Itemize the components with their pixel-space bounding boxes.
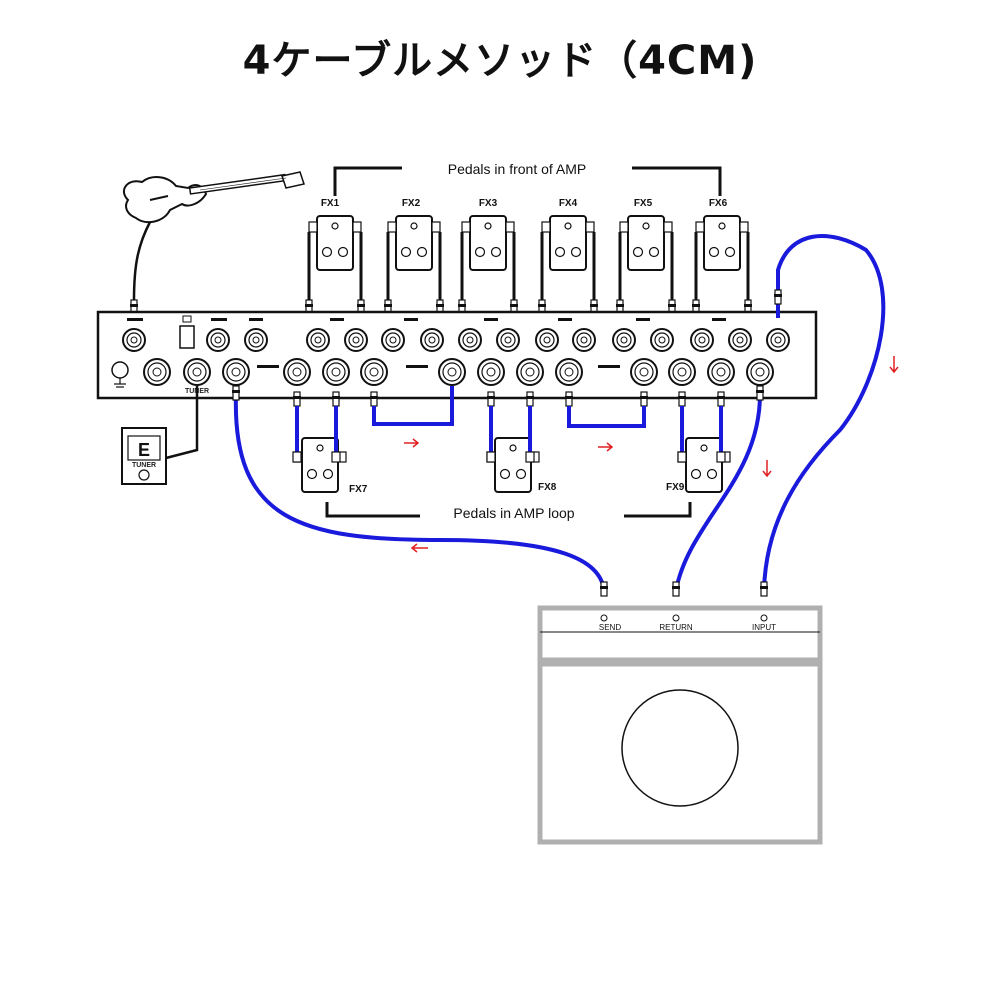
- amp-input-label: INPUT: [752, 623, 776, 632]
- blue-patch-cables: [295, 386, 723, 456]
- fx3-label: FX3: [479, 198, 498, 209]
- switcher-silkscreen: [127, 318, 726, 368]
- arrow-down-icon: [762, 460, 772, 478]
- tuner-cable: [165, 386, 199, 460]
- tuner-device: E TUNER: [121, 427, 167, 485]
- loop-bracket-right: [624, 502, 692, 518]
- tuner-display: E: [138, 440, 150, 460]
- fx6-label: FX6: [709, 198, 728, 209]
- tuner-label: TUNER: [132, 462, 156, 469]
- switcher-bottom-jacks: [143, 358, 774, 386]
- top-patch-cables: [307, 232, 750, 320]
- amp: [537, 605, 823, 845]
- arrow-left-icon: [410, 543, 428, 553]
- guitar-icon: [123, 171, 305, 224]
- fx2-pedal: [387, 215, 441, 271]
- fx5-pedal: [619, 215, 673, 271]
- fx1-label: FX1: [321, 198, 340, 209]
- loop-bracket-left: [325, 502, 420, 518]
- page-title: 4ケーブルメソッド（4CM): [242, 38, 758, 84]
- fx9-label: FX9: [666, 482, 685, 493]
- fx2-label: FX2: [402, 198, 421, 209]
- arrow-right-icon: [404, 438, 420, 448]
- fx7-pedal: [293, 437, 347, 493]
- arrow-right-icon: [598, 442, 614, 452]
- fx1-pedal: [308, 215, 362, 271]
- arrow-down-icon: [889, 356, 899, 374]
- 4cm-cables: [233, 234, 886, 591]
- fx8-label: FX8: [538, 482, 557, 493]
- amp-speaker: [621, 689, 739, 807]
- switcher-top-jacks: [122, 315, 790, 352]
- ground-icon: [111, 361, 129, 388]
- front-bracket-right: [632, 166, 722, 196]
- fx4-label: FX4: [559, 198, 578, 209]
- loop-group-label: Pedals in AMP loop: [453, 505, 574, 521]
- switcher-panel: [96, 310, 818, 400]
- front-group-label: Pedals in front of AMP: [448, 161, 587, 177]
- fx6-pedal: [695, 215, 749, 271]
- fx7-label: FX7: [349, 484, 368, 495]
- amp-return-label: RETURN: [659, 623, 693, 632]
- amp-send-label: SEND: [599, 623, 621, 632]
- guitar-cable: [132, 221, 152, 301]
- fx3-pedal: [461, 215, 515, 271]
- fx5-label: FX5: [634, 198, 653, 209]
- bottom-pedal-jacks: [292, 451, 726, 463]
- front-bracket-left: [333, 166, 402, 196]
- fx4-pedal: [541, 215, 595, 271]
